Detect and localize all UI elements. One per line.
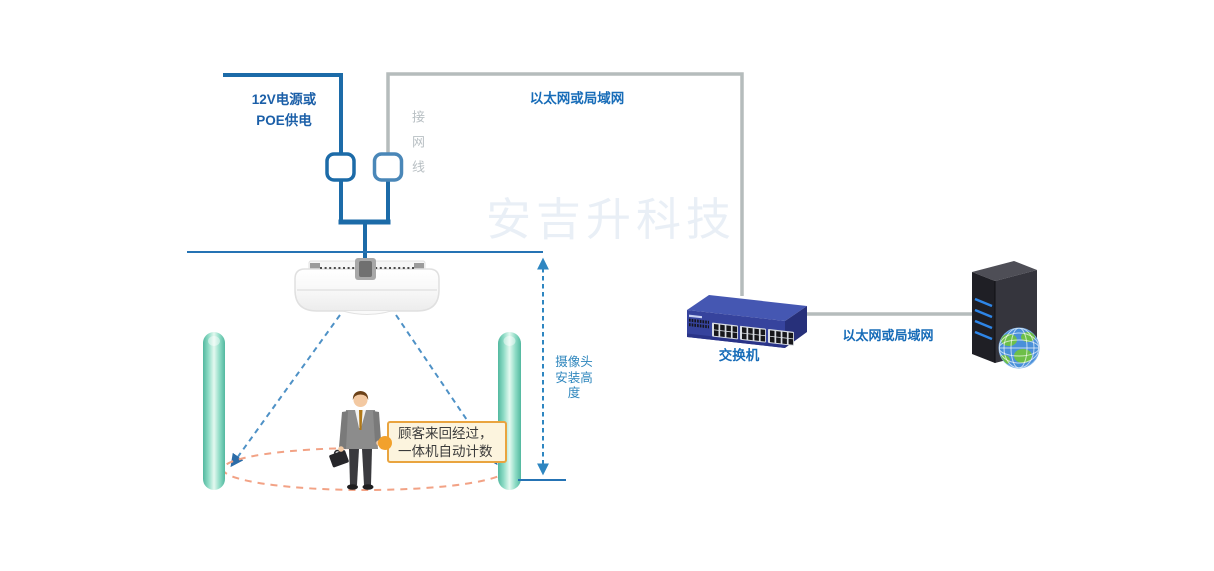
person-arm-left (339, 411, 348, 449)
briefcase (329, 449, 349, 468)
callout-bubble: 顾客来回经过， 一体机自动计数 (378, 421, 507, 463)
switch-led-panel (689, 314, 709, 329)
globe-detail (999, 328, 1039, 368)
ethernet-lan-label-top: 以太网或局域网 (529, 91, 625, 106)
callout-line-1: 顾客来回经过， (398, 426, 493, 441)
cable-clip-inner (359, 261, 372, 277)
switch-port-group-3 (768, 329, 794, 346)
adapter-drop-lines (339, 180, 390, 220)
pillar-right (498, 332, 521, 490)
customer-person (329, 391, 382, 490)
height-measurement (518, 257, 566, 481)
connector-left (325, 152, 356, 182)
power-circuit (223, 73, 404, 262)
server-tower (972, 261, 1040, 369)
pillar-left (203, 332, 225, 490)
pillar-left-highlight (208, 336, 220, 346)
person-head (353, 393, 368, 407)
callout-anchor-dot (378, 436, 392, 450)
ethernet-lan-label-right: 以太网或局域网 (842, 328, 934, 343)
power-supply-label-line-2: POE供电 (256, 113, 312, 128)
person-tie (359, 410, 363, 430)
callout-line-2: 一体机自动计数 (398, 444, 493, 459)
watermark-text: 安吉升科技 (486, 194, 737, 245)
switch-front-bottom (687, 333, 785, 348)
ethernet-cable-lines (386, 72, 973, 316)
person-shoe-right (362, 484, 374, 490)
switch-top-face (687, 295, 807, 321)
ethernet-line-top (386, 72, 744, 296)
camera-height-label-line-3: 度 (567, 386, 581, 400)
person-shoe-left (347, 484, 358, 490)
person-hair (352, 391, 369, 400)
ceiling-camera-device (294, 258, 440, 315)
network-cable-label: 接网线 (410, 110, 425, 185)
person-arm-right (373, 411, 381, 442)
server-drive-leds (974, 297, 993, 341)
switch-port-group-1 (712, 322, 738, 340)
power-line (223, 73, 343, 154)
person-leg-left (349, 449, 359, 485)
camera-height-label-line-1: 摄像头 (555, 355, 593, 369)
power-supply-label: 12V电源或 POE供电 (228, 89, 340, 131)
fov-line-left (230, 314, 341, 468)
camera-height-label-line-2: 安装高 (555, 370, 593, 385)
server-top-face (972, 261, 1037, 281)
person-hand-left (338, 446, 344, 452)
camera-fov (230, 314, 498, 468)
camera-lens-bump (342, 310, 392, 315)
switch-label: 交换机 (718, 348, 760, 363)
server-left-face (972, 272, 995, 363)
camera-height-label: 摄像头 安装高 度 (547, 355, 601, 402)
person-leg-right (362, 449, 372, 485)
connector-right (372, 152, 404, 182)
power-supply-label-line-1: 12V电源或 (251, 92, 317, 107)
network-switch (687, 295, 807, 348)
switch-port-group-2 (740, 325, 766, 343)
pillar-right-highlight (503, 336, 516, 346)
